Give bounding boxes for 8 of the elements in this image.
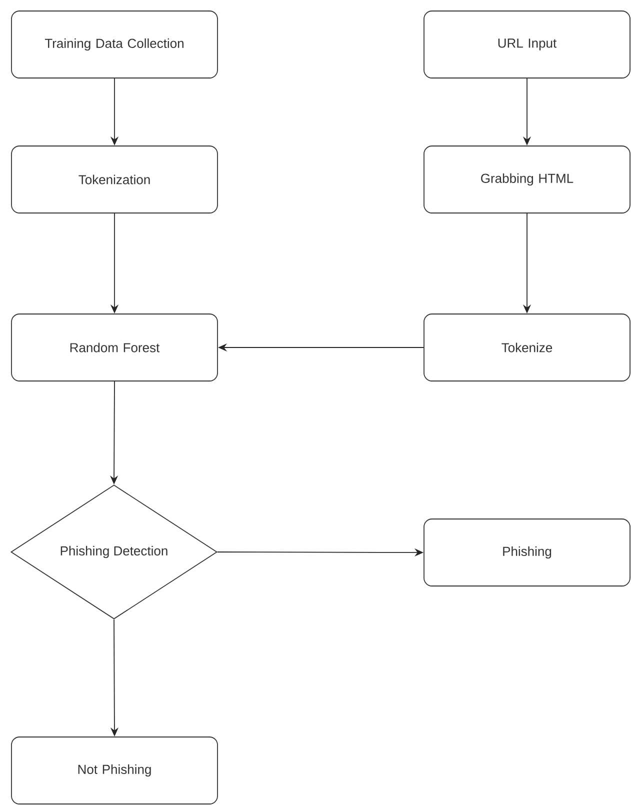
process-box: URL Input bbox=[424, 10, 630, 78]
process-box: Phishing bbox=[424, 518, 630, 586]
process-box: Grabbing HTML bbox=[424, 146, 630, 214]
process-box: Training Data Collection bbox=[11, 10, 218, 78]
process-box: Tokenization bbox=[11, 146, 218, 214]
process-box: Random Forest bbox=[11, 314, 218, 382]
process-box: Not Phishing bbox=[11, 736, 218, 804]
process-box: Tokenize bbox=[424, 314, 630, 382]
